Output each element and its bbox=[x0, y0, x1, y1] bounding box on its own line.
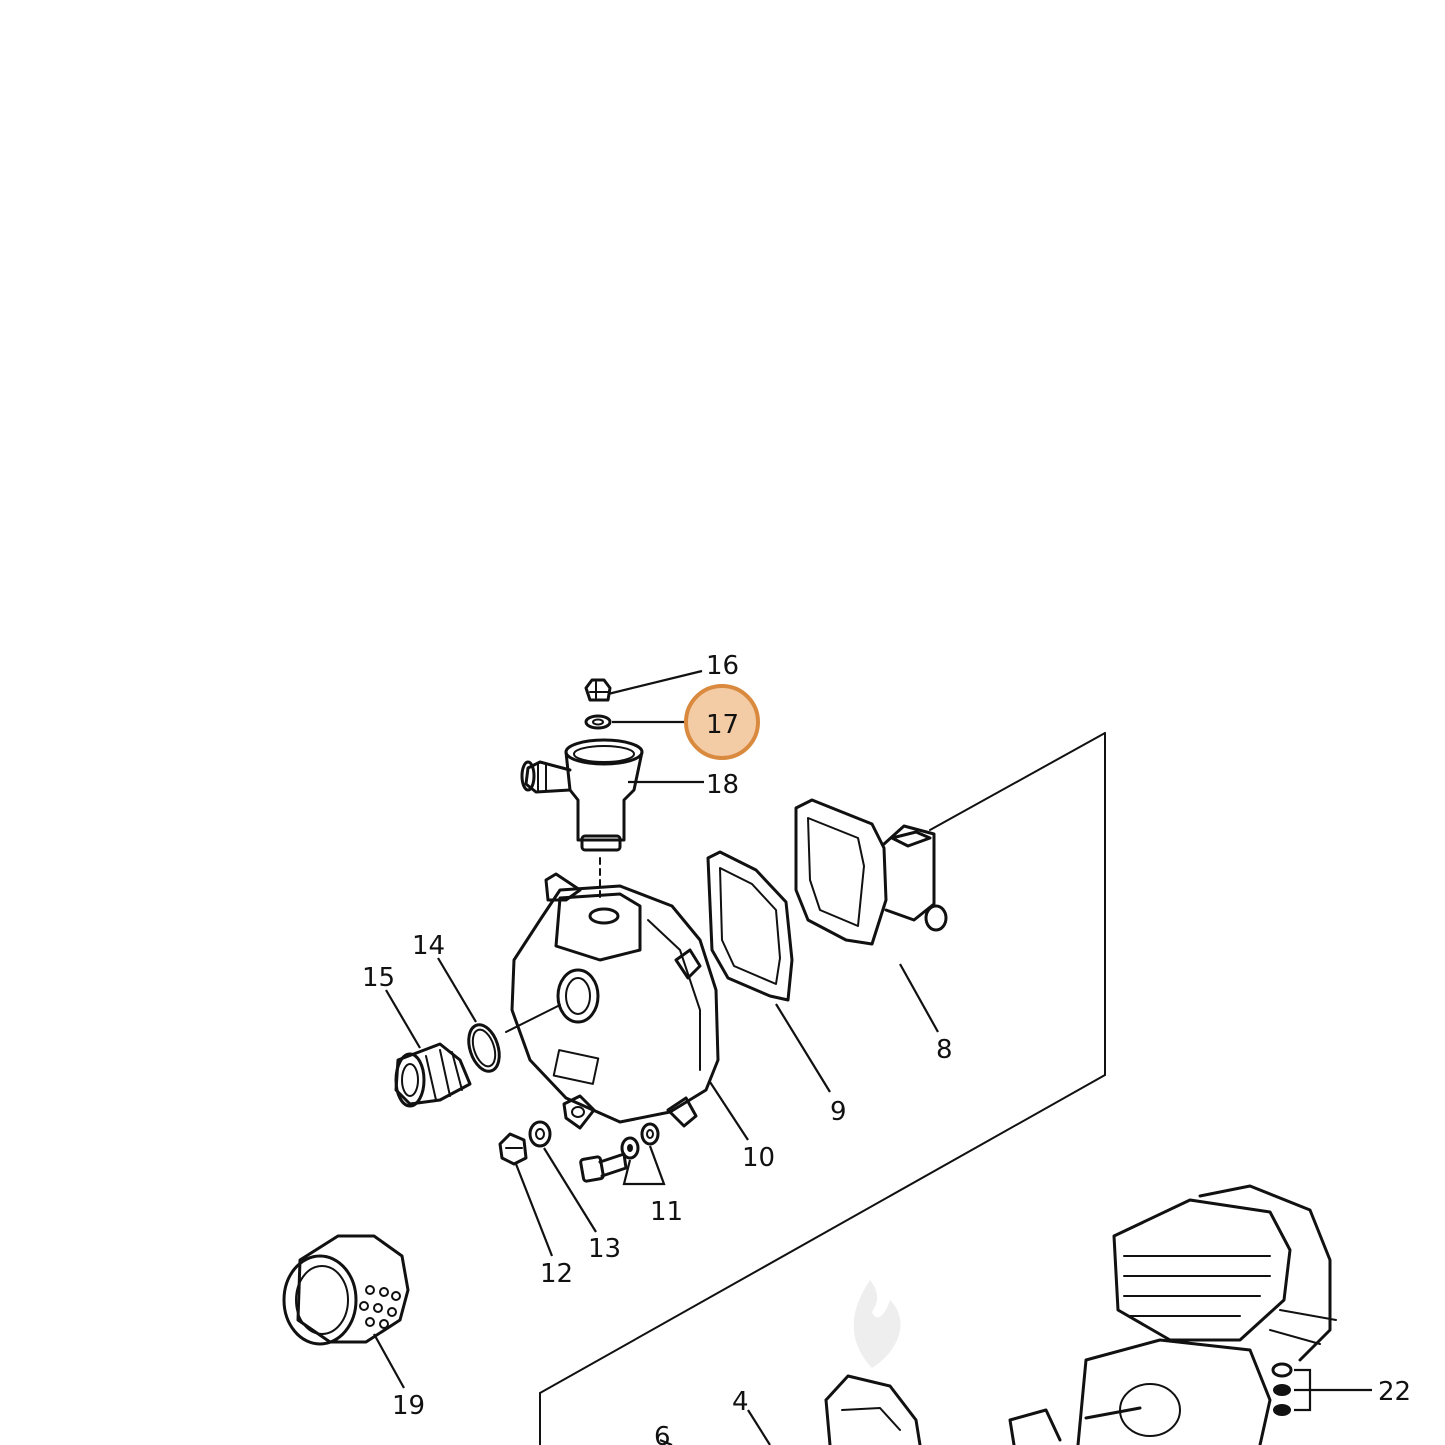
label-17[interactable]: 17 bbox=[706, 710, 739, 740]
part-15-coupling[interactable] bbox=[394, 1042, 472, 1108]
part-22-washers[interactable] bbox=[1271, 1362, 1293, 1416]
label-22: 22 bbox=[1378, 1377, 1411, 1407]
part-19-strainer[interactable] bbox=[282, 1234, 410, 1346]
label-15: 15 bbox=[362, 963, 395, 993]
part-14-o-ring[interactable] bbox=[463, 1004, 561, 1075]
label-9: 9 bbox=[830, 1097, 847, 1127]
part-8-cover[interactable] bbox=[794, 798, 948, 946]
label-12: 12 bbox=[540, 1259, 573, 1289]
label-4: 4 bbox=[732, 1387, 749, 1417]
label-8: 8 bbox=[936, 1035, 953, 1065]
watermark-logo bbox=[853, 1280, 901, 1368]
leader-lines bbox=[373, 669, 1372, 1445]
engine-block[interactable] bbox=[1076, 1184, 1337, 1445]
label-13: 13 bbox=[588, 1234, 621, 1264]
part-13-washer[interactable] bbox=[528, 1120, 552, 1148]
label-10: 10 bbox=[742, 1143, 775, 1173]
label-16: 16 bbox=[706, 651, 739, 681]
label-6: 6 bbox=[654, 1422, 671, 1445]
part-labels: 16 17 18 8 9 10 11 12 13 14 15 19 22 4 6 bbox=[362, 651, 1411, 1445]
label-18: 18 bbox=[706, 770, 739, 800]
part-12-drain-plug[interactable] bbox=[498, 1132, 528, 1166]
part-18-elbow-fitting[interactable] bbox=[520, 738, 644, 901]
label-19: 19 bbox=[392, 1391, 425, 1421]
label-11: 11 bbox=[650, 1197, 683, 1227]
part-16-plug[interactable] bbox=[584, 678, 612, 702]
part-9-gasket[interactable] bbox=[706, 850, 794, 1002]
part-10-pump-casing[interactable] bbox=[510, 872, 720, 1130]
part-17-washer[interactable] bbox=[584, 714, 612, 730]
part-11-bolts-washers[interactable] bbox=[579, 1122, 660, 1183]
part-4-housing[interactable] bbox=[824, 1374, 1062, 1445]
label-14: 14 bbox=[412, 931, 445, 961]
highlight-circle-17 bbox=[684, 684, 760, 760]
frame-lines bbox=[539, 732, 1106, 1445]
